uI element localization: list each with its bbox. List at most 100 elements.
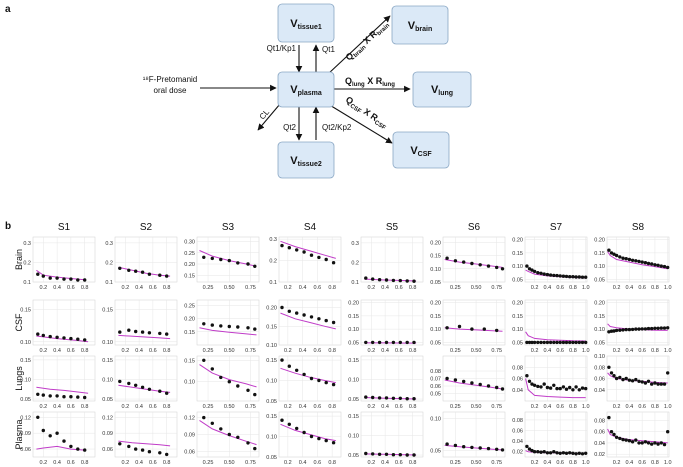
arrow-clearance — [257, 103, 281, 131]
y-tick-label: 0.2 — [105, 260, 113, 266]
observed-point — [470, 327, 474, 331]
observed-point — [614, 328, 619, 333]
x-tick-label: 0.6 — [67, 348, 75, 354]
observed-point — [621, 328, 625, 332]
y-tick-label: 0.06 — [594, 377, 605, 383]
y-tick-label: 0.09 — [20, 431, 31, 437]
x-tick-label: 0.8 — [163, 348, 171, 354]
observed-point — [558, 340, 562, 345]
observed-point — [147, 387, 152, 391]
y-tick-label: 0.07 — [430, 377, 441, 383]
observed-point — [618, 255, 622, 259]
observed-point — [165, 391, 169, 395]
x-tick-label: 0.2 — [284, 348, 292, 354]
observed-point — [612, 252, 616, 256]
observed-point — [384, 452, 389, 456]
observed-point — [574, 385, 578, 389]
subject-header-s4: S4 — [304, 222, 317, 233]
observed-point — [453, 259, 458, 263]
compartment-label-brain: Vbrain — [408, 20, 432, 33]
observed-point — [650, 442, 654, 446]
x-tick-label: 1.0 — [582, 285, 590, 291]
x-tick-label: 0.6 — [67, 460, 75, 466]
observed-point — [391, 278, 396, 283]
observed-point — [62, 439, 66, 443]
observed-point — [614, 253, 619, 258]
observed-point — [227, 432, 231, 437]
y-tick-label: 0.05 — [430, 449, 441, 455]
subject-header-s1: S1 — [58, 222, 71, 233]
y-tick-label: 0.04 — [512, 439, 523, 445]
observed-point — [545, 385, 550, 390]
x-tick-label: 0.4 — [135, 404, 143, 410]
observed-point — [48, 394, 52, 398]
y-tick-label: 0.12 — [102, 415, 113, 421]
observed-point — [530, 340, 534, 345]
x-tick-label: 0.4 — [53, 348, 61, 354]
observed-point — [580, 275, 585, 279]
observed-point — [55, 431, 59, 435]
observed-point — [555, 340, 559, 345]
y-tick-label: 0.20 — [184, 317, 195, 323]
observed-point — [324, 318, 328, 323]
y-tick-label: 0.25 — [184, 303, 195, 309]
observed-point — [210, 421, 214, 425]
x-tick-label: 0.2 — [531, 285, 539, 291]
observed-point — [536, 271, 540, 275]
observed-point — [548, 273, 553, 277]
observed-point — [41, 393, 45, 397]
observed-point — [295, 248, 299, 252]
observed-point — [536, 450, 540, 454]
y-tick-label: 0.15 — [266, 414, 277, 420]
observed-point — [405, 340, 409, 345]
observed-point — [640, 260, 644, 264]
observed-point — [83, 395, 87, 400]
observed-point — [309, 434, 314, 439]
x-tick-label: 0.50 — [471, 460, 482, 466]
plot-area — [442, 236, 506, 283]
x-tick-label: 0.8 — [651, 460, 659, 466]
y-tick-label: 0.10 — [20, 377, 31, 383]
observed-point — [495, 328, 499, 333]
observed-point — [666, 326, 670, 330]
panel-a: a Vtissue1 Vbrain Vplasma Vl — [5, 3, 472, 179]
predicted-line — [364, 278, 417, 282]
observed-point — [219, 257, 223, 262]
observed-point — [574, 452, 578, 456]
observed-point — [83, 338, 87, 342]
subject-header-s5: S5 — [386, 222, 399, 233]
x-tick-label: 0.50 — [224, 348, 235, 354]
observed-point — [548, 340, 553, 345]
observed-point — [612, 329, 616, 333]
observed-point — [48, 434, 52, 438]
observed-point — [127, 444, 131, 449]
observed-point — [643, 261, 648, 265]
observed-point — [621, 256, 625, 260]
y-tick-label: 0.10 — [348, 377, 359, 383]
observed-point — [500, 387, 505, 391]
predicted-line — [199, 364, 257, 388]
box-brain — [391, 5, 449, 45]
observed-point — [309, 253, 314, 257]
y-tick-label: 0.10 — [266, 379, 277, 385]
subject-header-s2: S2 — [140, 222, 153, 233]
x-tick-label: 0.50 — [224, 404, 235, 410]
y-tick-label: 0.10 — [20, 340, 31, 346]
x-tick-label: 0.2 — [613, 404, 621, 410]
plot-area — [524, 299, 588, 346]
observed-point — [140, 330, 145, 334]
observed-point — [384, 278, 389, 282]
x-tick-label: 0.6 — [314, 285, 322, 291]
observed-point — [564, 340, 569, 345]
observed-point — [495, 265, 499, 270]
flow-label-qt1: Qt1 — [322, 45, 335, 54]
observed-point — [36, 332, 40, 336]
x-tick-label: 0.6 — [556, 460, 564, 466]
